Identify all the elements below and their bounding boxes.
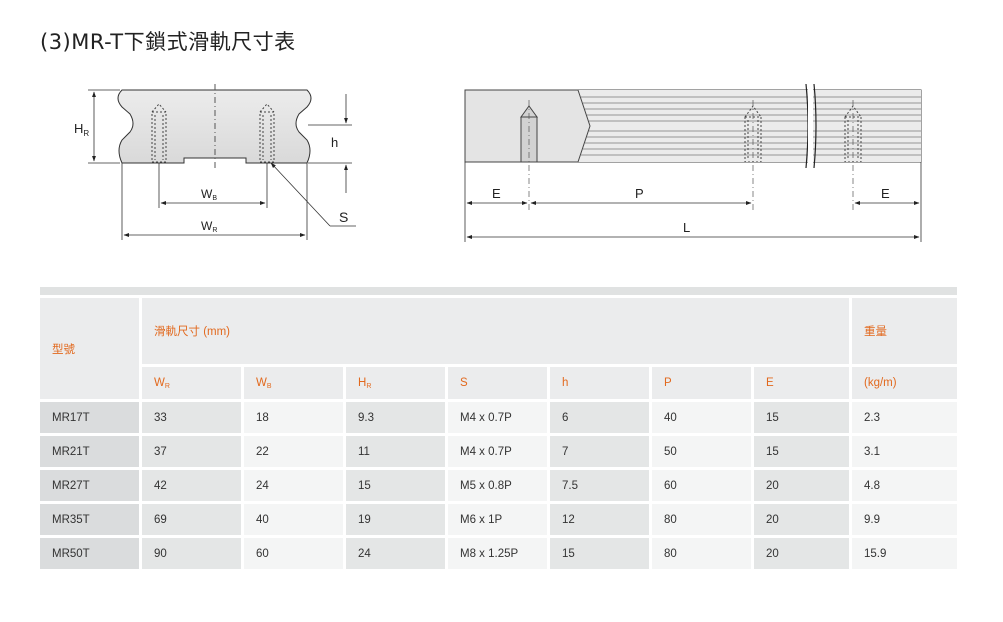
column-header: HR — [346, 367, 448, 402]
table-cell: 9.3 — [346, 402, 448, 436]
e-left-label: E — [492, 186, 501, 201]
table-cell: 42 — [142, 470, 244, 504]
table-cell: 3.1 — [852, 436, 957, 470]
threaded-hole-left — [151, 103, 167, 163]
column-header: S — [448, 367, 550, 402]
table-cell: 15.9 — [852, 538, 957, 572]
dim-h — [308, 94, 352, 193]
group-header: 滑軌尺寸 (mm) — [142, 298, 852, 367]
table-cell: 18 — [244, 402, 346, 436]
dim-hr — [88, 89, 120, 164]
table-cell: 22 — [244, 436, 346, 470]
h-label: h — [331, 135, 338, 150]
rail-cross-section — [117, 84, 312, 168]
dim-wb — [158, 163, 268, 208]
table-cell: 20 — [754, 504, 852, 538]
table-cell: M5 x 0.8P — [448, 470, 550, 504]
table-cell: 69 — [142, 504, 244, 538]
table-cell: M8 x 1.25P — [448, 538, 550, 572]
l-label: L — [683, 220, 690, 235]
wr-label: WR — [201, 219, 217, 234]
table-cell: 60 — [244, 538, 346, 572]
table-cell: 60 — [652, 470, 754, 504]
model-cell: MR35T — [40, 504, 142, 538]
table-cell: 7.5 — [550, 470, 652, 504]
threaded-hole-right — [259, 103, 275, 163]
header-row: 型號 滑軌尺寸 (mm) 重量 — [40, 298, 957, 402]
rail-dimension-drawing: HR h WB WR S — [74, 83, 922, 242]
model-cell: MR17T — [40, 402, 142, 436]
wb-label: WB — [201, 187, 217, 202]
s-label: S — [339, 209, 348, 225]
model-header: 型號 — [40, 298, 142, 402]
table-cell: M4 x 0.7P — [448, 402, 550, 436]
table-cell: 15 — [754, 436, 852, 470]
model-cell: MR21T — [40, 436, 142, 470]
table-cell: 40 — [244, 504, 346, 538]
table-cell: 11 — [346, 436, 448, 470]
table-cell: 20 — [754, 470, 852, 504]
model-cell: MR27T — [40, 470, 142, 504]
table-cell: 6 — [550, 402, 652, 436]
e-right-label: E — [881, 186, 890, 201]
table-cell: 40 — [652, 402, 754, 436]
weight-unit-header: (kg/m) — [852, 367, 957, 402]
page-title: (3)MR-T下鎖式滑軌尺寸表 — [40, 30, 296, 54]
hr-label: HR — [74, 121, 89, 138]
rail-side-view — [464, 83, 922, 210]
table-cell: M4 x 0.7P — [448, 436, 550, 470]
column-header: WB — [244, 367, 346, 402]
table-cell: 80 — [652, 504, 754, 538]
weight-header: 重量 — [852, 298, 957, 367]
table-cell: 2.3 — [852, 402, 957, 436]
table-cell: 19 — [346, 504, 448, 538]
column-header: P — [652, 367, 754, 402]
dim-s — [270, 162, 356, 227]
table-cell: 7 — [550, 436, 652, 470]
table-cell: 9.9 — [852, 504, 957, 538]
table-cell: 15 — [754, 402, 852, 436]
table-cell: 33 — [142, 402, 244, 436]
table-cell: 24 — [244, 470, 346, 504]
column-header: E — [754, 367, 852, 402]
model-cell: MR50T — [40, 538, 142, 572]
table-cell: 20 — [754, 538, 852, 572]
table-cell: 90 — [142, 538, 244, 572]
table-cell: 24 — [346, 538, 448, 572]
table-cell: 15 — [346, 470, 448, 504]
column-header: WR — [142, 367, 244, 402]
table-cell: 4.8 — [852, 470, 957, 504]
table-cell: M6 x 1P — [448, 504, 550, 538]
table-top-band — [40, 287, 957, 298]
table-cell: 37 — [142, 436, 244, 470]
table-cell: 15 — [550, 538, 652, 572]
table-cell: 80 — [652, 538, 754, 572]
dim-side — [464, 162, 922, 242]
p-label: P — [635, 186, 644, 201]
table-cell: 50 — [652, 436, 754, 470]
column-header: h — [550, 367, 652, 402]
table-cell: 12 — [550, 504, 652, 538]
